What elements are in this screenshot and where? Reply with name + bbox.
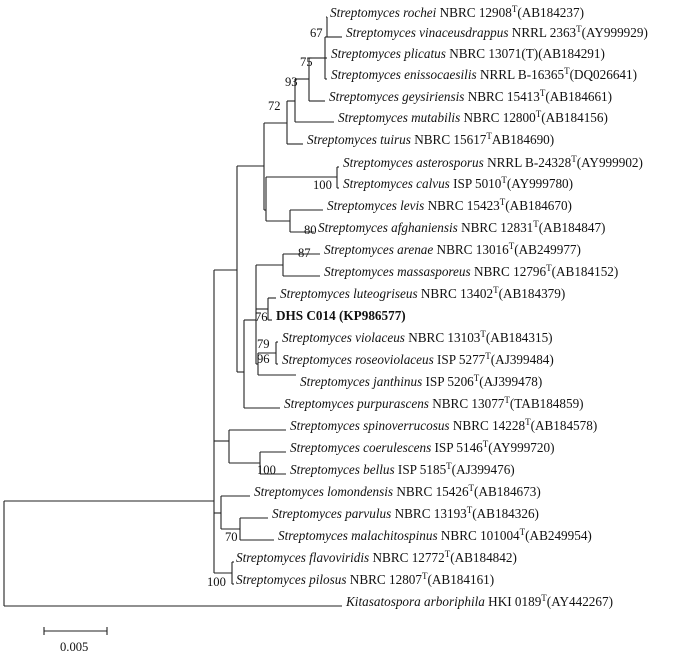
taxon-label: Streptomyces calvus ISP 5010T(AY999780) — [343, 175, 573, 191]
taxon-label: Streptomyces spinoverrucosus NBRC 14228T… — [290, 417, 597, 433]
taxon-label: Streptomyces violaceus NBRC 13103T(AB184… — [282, 329, 553, 345]
bootstrap-value: 93 — [285, 75, 298, 89]
taxon-label: Streptomyces coerulescens ISP 5146T(AY99… — [290, 439, 554, 455]
taxon-label: Streptomyces mutabilis NBRC 12800T(AB184… — [338, 109, 608, 125]
taxon-label: Streptomyces bellus ISP 5185T(AJ399476) — [290, 461, 515, 477]
scale-bar: 0.005 — [43, 627, 108, 654]
taxon-label: Streptomyces geysiriensis NBRC 15413T(AB… — [329, 88, 612, 104]
bootstrap-value: 100 — [207, 575, 226, 589]
bootstrap-value: 76 — [255, 310, 268, 324]
taxon-label: Streptomyces enissocaesilis NRRL B-16365… — [331, 66, 637, 82]
taxon-label: Streptomyces janthinus ISP 5206T(AJ39947… — [300, 373, 542, 389]
bootstrap-value: 100 — [257, 463, 276, 477]
taxon-label: Streptomyces arenae NBRC 13016T(AB249977… — [324, 241, 581, 257]
taxon-label: Streptomyces parvulus NBRC 13193T(AB1843… — [272, 505, 539, 521]
scale-bar-label: 0.005 — [60, 640, 88, 654]
taxon-label: Streptomyces flavoviridis NBRC 12772T(AB… — [236, 549, 517, 565]
taxon-label: DHS C014 (KP986577) — [276, 308, 406, 323]
bootstrap-value: 70 — [225, 530, 238, 544]
tree-branches — [3, 16, 342, 607]
taxon-label: Kitasatospora arboriphila HKI 0189T(AY44… — [345, 593, 613, 609]
bootstrap-values: 67 75 93 72 100 80 87 76 79 96 100 70 10… — [207, 26, 332, 589]
taxon-labels: Streptomyces rochei NBRC 12908T(AB184237… — [236, 4, 648, 609]
bootstrap-value: 87 — [298, 246, 311, 260]
taxon-label: Streptomyces asterosporus NRRL B-24328T(… — [343, 154, 643, 170]
taxon-label: Streptomyces purpurascens NBRC 13077T(TA… — [284, 395, 584, 411]
taxon-label: Streptomyces roseoviolaceus ISP 5277T(AJ… — [282, 351, 554, 367]
taxon-label: Streptomyces luteogriseus NBRC 13402T(AB… — [280, 285, 565, 301]
taxon-label: Streptomyces tuirus NBRC 15617TAB184690) — [307, 131, 554, 147]
bootstrap-value: 100 — [313, 178, 332, 192]
taxon-label: Streptomyces pilosus NBRC 12807T(AB18416… — [236, 571, 494, 587]
taxon-label: Streptomyces lomondensis NBRC 15426T(AB1… — [254, 483, 541, 499]
bootstrap-value: 96 — [257, 352, 270, 366]
bootstrap-value: 67 — [310, 26, 323, 40]
taxon-label: Streptomyces plicatus NBRC 13071(T)(AB18… — [331, 46, 605, 61]
taxon-label: Streptomyces afghaniensis NBRC 12831T(AB… — [318, 219, 605, 235]
taxon-label: Streptomyces malachitospinus NBRC 101004… — [278, 527, 592, 543]
taxon-label: Streptomyces massasporeus NBRC 12796T(AB… — [324, 263, 618, 279]
bootstrap-value: 80 — [304, 223, 317, 237]
bootstrap-value: 72 — [268, 99, 281, 113]
bootstrap-value: 75 — [300, 55, 313, 69]
taxon-label: Streptomyces rochei NBRC 12908T(AB184237… — [330, 4, 584, 20]
taxon-label: Streptomyces vinaceusdrappus NRRL 2363T(… — [346, 24, 648, 40]
bootstrap-value: 79 — [257, 337, 270, 351]
taxon-label: Streptomyces levis NBRC 15423T(AB184670) — [327, 197, 572, 213]
